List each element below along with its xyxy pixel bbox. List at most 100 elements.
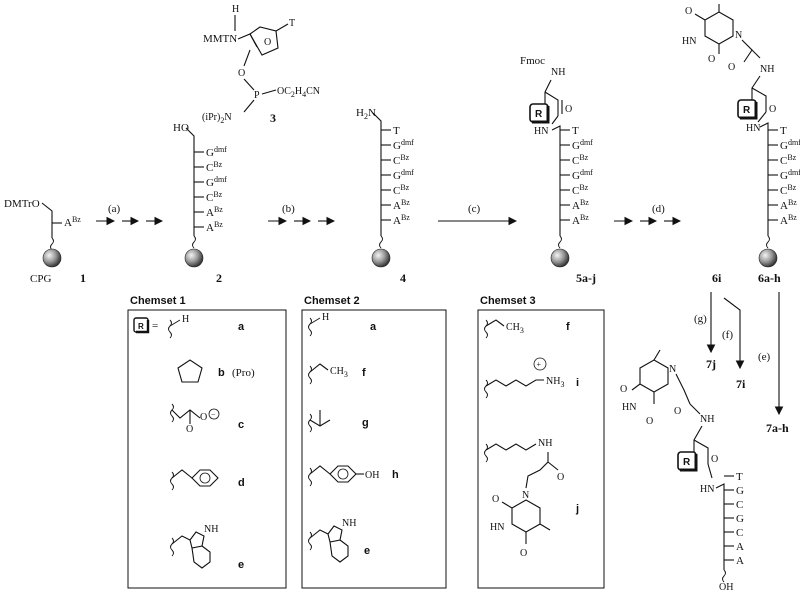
nh-6: NH xyxy=(760,64,774,75)
compound-number-1: 1 xyxy=(80,271,86,285)
compound-number-7j: 7j xyxy=(706,357,716,371)
seq7-base: A xyxy=(736,555,744,567)
c3i-group: NH3 xyxy=(546,376,564,389)
carbonyl-6 xyxy=(751,87,767,112)
c2a-bond xyxy=(309,317,321,325)
r-label: R xyxy=(535,109,543,120)
seq2-base: Gdmf xyxy=(206,175,227,189)
step-f-label: (f) xyxy=(722,329,733,341)
compound-number-3: 3 xyxy=(270,111,276,125)
compound-4-chain xyxy=(372,112,382,236)
chemset-2-title: Chemset 2 xyxy=(304,295,360,307)
seq4-base: Gdmf xyxy=(393,168,414,182)
po-bond xyxy=(243,78,255,91)
oh-label: OH xyxy=(719,582,733,593)
cpg-label: CPG xyxy=(30,273,51,285)
c3i-letter: i xyxy=(576,377,579,389)
compound-number-7i: 7i xyxy=(736,377,746,391)
c1e-nh: NH xyxy=(204,524,218,535)
seq5-base: Gdmf xyxy=(572,138,593,152)
step-b-label: (b) xyxy=(282,203,295,215)
r-label-7: R xyxy=(683,457,691,468)
amidite-h: H xyxy=(232,4,239,15)
c1a-letter: a xyxy=(238,321,245,333)
compound-7-linker xyxy=(722,569,726,583)
c2f-letter: f xyxy=(362,367,366,379)
chemset-2-box xyxy=(301,309,447,589)
carbonyl-7 xyxy=(693,439,709,464)
thymine-methyl-7 xyxy=(653,349,661,361)
compound-7-chain xyxy=(715,483,725,570)
c2h-letter: h xyxy=(392,469,399,481)
amidite-amine: (iPr)2N xyxy=(202,112,232,125)
c1c-chain xyxy=(171,409,201,419)
amide-7 xyxy=(707,463,713,479)
c1c-letter: c xyxy=(238,419,244,431)
thymine-c4o-6 xyxy=(694,13,706,21)
c3j-o1: O xyxy=(492,494,499,505)
amidite-oce: OC2H4CN xyxy=(277,86,320,99)
c3f-bond xyxy=(485,319,505,327)
ca-6 xyxy=(751,75,761,100)
dmtro-label: DMTrO xyxy=(4,198,40,210)
c3j-nh: NH xyxy=(538,438,552,449)
seq6-base: T xyxy=(780,125,787,137)
c3f-attach xyxy=(484,319,488,339)
compound-6-chain xyxy=(759,122,769,236)
compound-number-6ah: 6a-h xyxy=(758,271,781,285)
c2e-benzene-icon xyxy=(329,539,349,563)
ca-7 xyxy=(693,425,703,452)
thymine-o2-7: O xyxy=(646,416,653,427)
acetyl-n-bond-6 xyxy=(751,49,761,59)
seq7-base: T xyxy=(736,471,743,483)
seq5-base: CBz xyxy=(572,153,589,167)
thymine-c2o-7 xyxy=(631,383,641,391)
hn-7: HN xyxy=(700,484,714,495)
arrow-f xyxy=(723,297,745,370)
seq7-base: C xyxy=(736,527,743,539)
carbonyl-o-6: O xyxy=(769,104,776,115)
c3j-thymine-ring-icon xyxy=(511,499,541,533)
chemset-2: Chemset 2 H a CH3 f g OH h NH e xyxy=(301,295,447,589)
chemset-1-equals: = xyxy=(152,320,158,332)
c3j-carbonyl xyxy=(547,461,559,471)
carbonyl-o: O xyxy=(565,104,572,115)
hn-6: HN xyxy=(746,123,760,134)
seq2-base: Gdmf xyxy=(206,145,227,159)
thymine-ring-6 xyxy=(704,11,734,45)
c3i-charge: + xyxy=(537,360,542,369)
bead-6-icon xyxy=(758,248,778,268)
c1c-o2: O xyxy=(200,412,207,423)
seq5-base: T xyxy=(572,125,579,137)
thymine-o2-6: O xyxy=(708,54,715,65)
c1e-pyrrole-icon xyxy=(189,531,205,549)
fmoc-nh: NH xyxy=(551,67,565,78)
compound-6-linker xyxy=(766,235,770,249)
c3f-group: CH3 xyxy=(506,322,524,335)
step-a-label: (a) xyxy=(108,203,121,215)
c1c-charge-icon xyxy=(208,408,220,420)
compound-2-linker xyxy=(192,235,196,249)
c2e-pyrrole-icon xyxy=(327,525,343,543)
c2h-attach xyxy=(308,467,312,487)
amidite-3: H MMTN O T O P OC2H4CN (iPr)2N 3 xyxy=(202,4,320,125)
c2g-isopropyl-icon xyxy=(309,410,331,427)
c1e-ch2 xyxy=(171,535,191,545)
c2e-ch2 xyxy=(309,529,329,539)
thymine-n-6: N xyxy=(735,30,742,41)
c1c-o: O xyxy=(186,424,193,435)
seq4-base: CBz xyxy=(393,183,410,197)
c3j-chain xyxy=(485,443,537,451)
c3j-c2o xyxy=(501,501,513,509)
ring-oxygen: O xyxy=(264,37,271,48)
chemset-3: Chemset 3 CH3 f + NH3 i NH O N O HN O j xyxy=(477,295,605,589)
seq7-base: G xyxy=(736,513,744,525)
c3j-carbonyl-o: O xyxy=(557,472,564,483)
step-c: (c) xyxy=(438,203,518,226)
compound-1-base: ABz xyxy=(64,215,81,229)
